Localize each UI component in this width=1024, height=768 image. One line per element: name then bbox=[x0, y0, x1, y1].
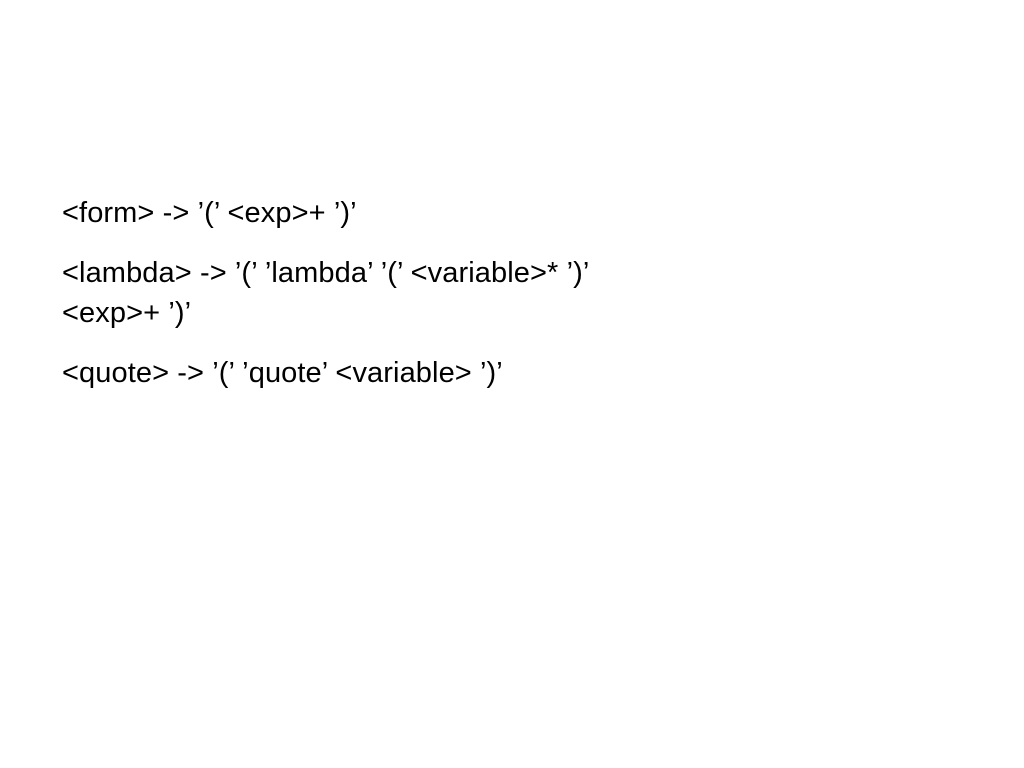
grammar-rule-form: <form> -> ’(’ <exp>+ ’)’ bbox=[62, 193, 942, 233]
grammar-rule-quote: <quote> -> ’(’ ’quote’ <variable> ’)’ bbox=[62, 353, 942, 393]
rule-text: <form> -> ’(’ <exp>+ ’)’ bbox=[62, 197, 357, 229]
rule-text: <lambda> -> ’(’ ’lambda’ ’(’ <variable>*… bbox=[62, 257, 590, 289]
grammar-rule-lambda: <lambda> -> ’(’ ’lambda’ ’(’ <variable>*… bbox=[62, 253, 942, 333]
slide-content: <form> -> ’(’ <exp>+ ’)’ <lambda> -> ’(’… bbox=[62, 193, 942, 413]
rule-text-continuation: <exp>+ ’)’ bbox=[62, 297, 192, 329]
rule-text: <quote> -> ’(’ ’quote’ <variable> ’)’ bbox=[62, 357, 503, 389]
